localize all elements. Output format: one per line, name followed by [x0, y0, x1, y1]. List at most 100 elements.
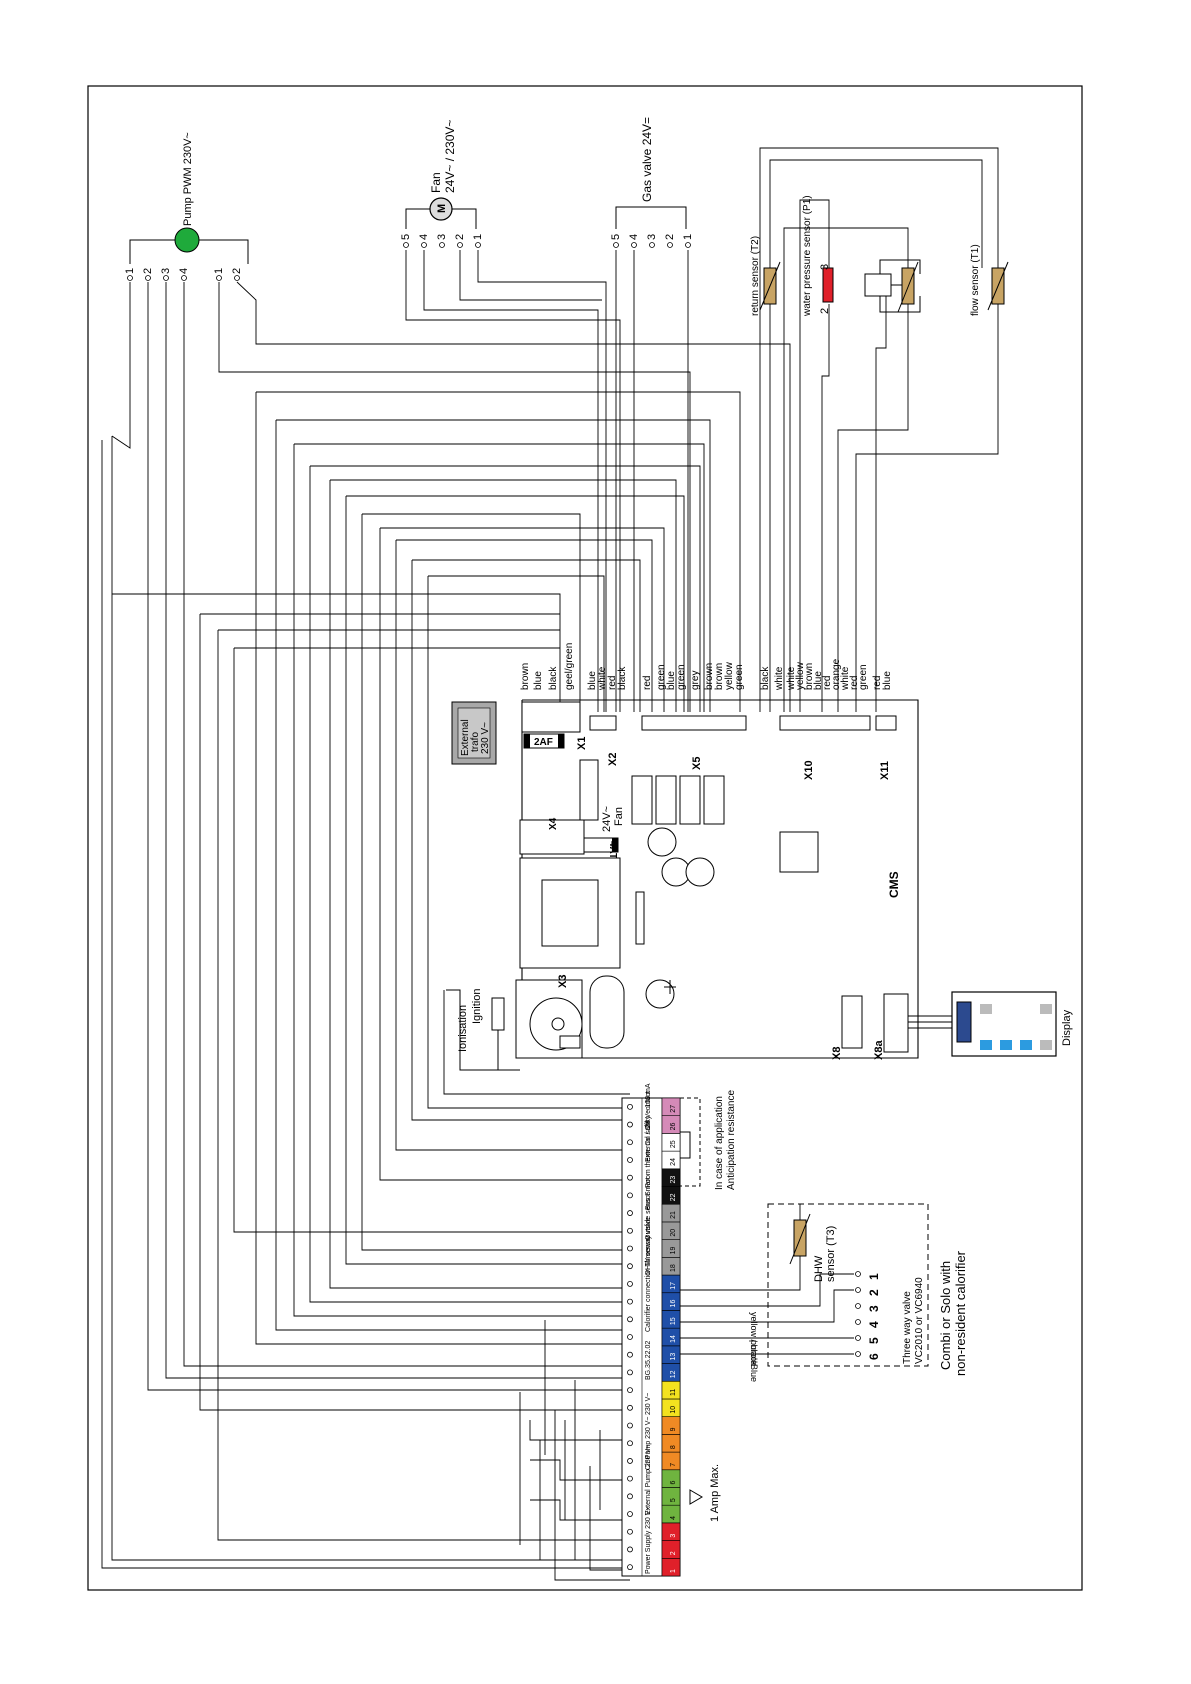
terminal-group: External safety contact — [645, 1091, 652, 1162]
fan-pin: 1 — [472, 234, 484, 240]
gas-pin: 1 — [682, 234, 694, 240]
combi-label: Combi or Solo with — [938, 1261, 953, 1370]
fan-24v-label: 24V~ — [601, 806, 613, 832]
pump-pin: 4 — [178, 268, 190, 274]
terminal-cells: 1234567891011121314151617181920212223242… — [661, 1097, 681, 1577]
x2-wire-label: white — [597, 666, 608, 691]
x4-label: X4 — [548, 817, 559, 830]
terminal-screw — [627, 1121, 633, 1128]
x10-wire-label: yellow — [795, 661, 806, 690]
x5-label: X5 — [691, 757, 703, 770]
terminal-number: 18 — [670, 1264, 677, 1272]
x1-wire-label: geel/green — [564, 643, 575, 690]
x5-wire-label: blue — [666, 671, 677, 690]
terminal-group: 24 V~ 100 mA — [645, 1083, 652, 1128]
x5-wire-label: grey — [690, 671, 701, 690]
x5-wire-label: green — [676, 664, 687, 690]
relay-icon — [655, 775, 677, 825]
valve-pin: 1 — [867, 1273, 881, 1280]
capacitor-icon — [685, 857, 715, 887]
terminal-group: Calorifier connection Threeway valve — [645, 1217, 652, 1332]
x10-wire-label: orange — [831, 658, 842, 690]
valve-label: Three way valve — [902, 1291, 913, 1364]
terminal-group: External Pump 230 V~ — [645, 1445, 652, 1515]
gas-pin: 5 — [610, 234, 622, 240]
chip-icon — [779, 831, 819, 873]
terminal-screw — [627, 1422, 633, 1429]
terminal-number: 20 — [670, 1229, 677, 1237]
terminal-number: 9 — [670, 1427, 677, 1431]
pump-group: Pump PWM 230V~ — [129, 132, 249, 264]
pump-pin: 1 — [124, 268, 136, 274]
amp-max-group: 1 Amp Max. — [689, 1464, 721, 1522]
x1-label: X1 — [576, 737, 588, 750]
terminal-number: 15 — [670, 1317, 677, 1325]
x10-wire-label: red — [849, 676, 860, 690]
terminal-number: 10 — [670, 1406, 677, 1414]
x5-wire-label: brown — [704, 663, 715, 690]
terminal-screw — [627, 1511, 633, 1517]
valve-pin: 2 — [867, 1289, 881, 1296]
terminal-screws — [627, 1103, 633, 1571]
terminal-number: 13 — [670, 1353, 677, 1361]
anticipation-label: In case of application — [714, 1096, 725, 1190]
terminal-screw — [627, 1440, 633, 1447]
fan-pin: 3 — [436, 234, 448, 240]
x5-wire-label: green — [734, 664, 745, 690]
x5-wire-label: brown — [714, 663, 725, 690]
terminal-screw — [627, 1564, 633, 1571]
display-panel: Display — [908, 991, 1073, 1057]
x10-wire-label: white — [786, 666, 797, 691]
capacitor-icon — [647, 827, 677, 857]
blue-wire-label: Blue — [749, 1364, 759, 1382]
terminal-cell — [661, 1097, 681, 1117]
fuse-2af-label: 2AF — [534, 737, 553, 748]
x2-wire-label: red — [607, 676, 618, 690]
terminal-number: 12 — [670, 1370, 677, 1378]
terminal-screw — [627, 1263, 633, 1270]
pump-pin: 2 — [142, 268, 154, 274]
terminal-number: 2 — [670, 1551, 677, 1555]
terminal-screw — [627, 1280, 633, 1287]
x1-wire-label: black — [548, 666, 559, 690]
return-sensor-label: return sensor (T2) — [750, 236, 761, 316]
terminal-number: 17 — [670, 1282, 677, 1290]
x10-wire-label: black — [760, 666, 771, 690]
x4-connector — [519, 819, 585, 855]
fan-label: Fan — [429, 172, 443, 193]
terminal-number: 25 — [670, 1140, 677, 1148]
terminal-group: Power Supply 230 V~ — [645, 1506, 652, 1574]
terminal-screw — [627, 1103, 633, 1110]
terminal-number: 22 — [670, 1193, 677, 1201]
pipe-fitting-icon — [864, 273, 892, 297]
x2-connector — [589, 715, 617, 731]
terminal-number: 26 — [670, 1123, 677, 1131]
terminal-screw — [627, 1298, 633, 1305]
terminal-group-labels: Power Supply 230 V~ External Pump 230 V~… — [645, 1083, 652, 1574]
x11-wire-label: blue — [882, 671, 893, 690]
pump-pin: 2 — [231, 268, 243, 274]
pump-icon — [174, 227, 200, 253]
sensor-pin: 2 — [819, 308, 831, 314]
relay-icon — [631, 775, 653, 825]
pump-pin: 1 — [213, 268, 225, 274]
terminal-group: BG.35.22.02 — [645, 1341, 652, 1380]
cms-label: CMS — [887, 871, 901, 898]
x10-wire-label: green — [858, 664, 869, 690]
amp-max-label: 1 Amp Max. — [709, 1464, 721, 1522]
fan-pin: 4 — [418, 234, 430, 240]
terminal-screw — [627, 1546, 633, 1553]
x3-label: X3 — [557, 975, 569, 988]
calorifier-group: DHW sensor (T3) Three way valve VC2010 o… — [767, 1203, 968, 1376]
terminal-number: 8 — [670, 1445, 677, 1449]
terminal-screw — [627, 1316, 633, 1323]
terminal-number: 6 — [670, 1480, 677, 1484]
x10-wire-label: white — [774, 666, 785, 691]
terminal-screw — [627, 1369, 633, 1376]
terminal-number: 7 — [670, 1463, 677, 1467]
terminal-screw — [627, 1139, 633, 1146]
ignition-electrode-icon — [491, 997, 505, 1031]
calorifier-wires — [680, 1204, 854, 1355]
gas-valve-group: Gas valve 24V= — [615, 117, 687, 229]
